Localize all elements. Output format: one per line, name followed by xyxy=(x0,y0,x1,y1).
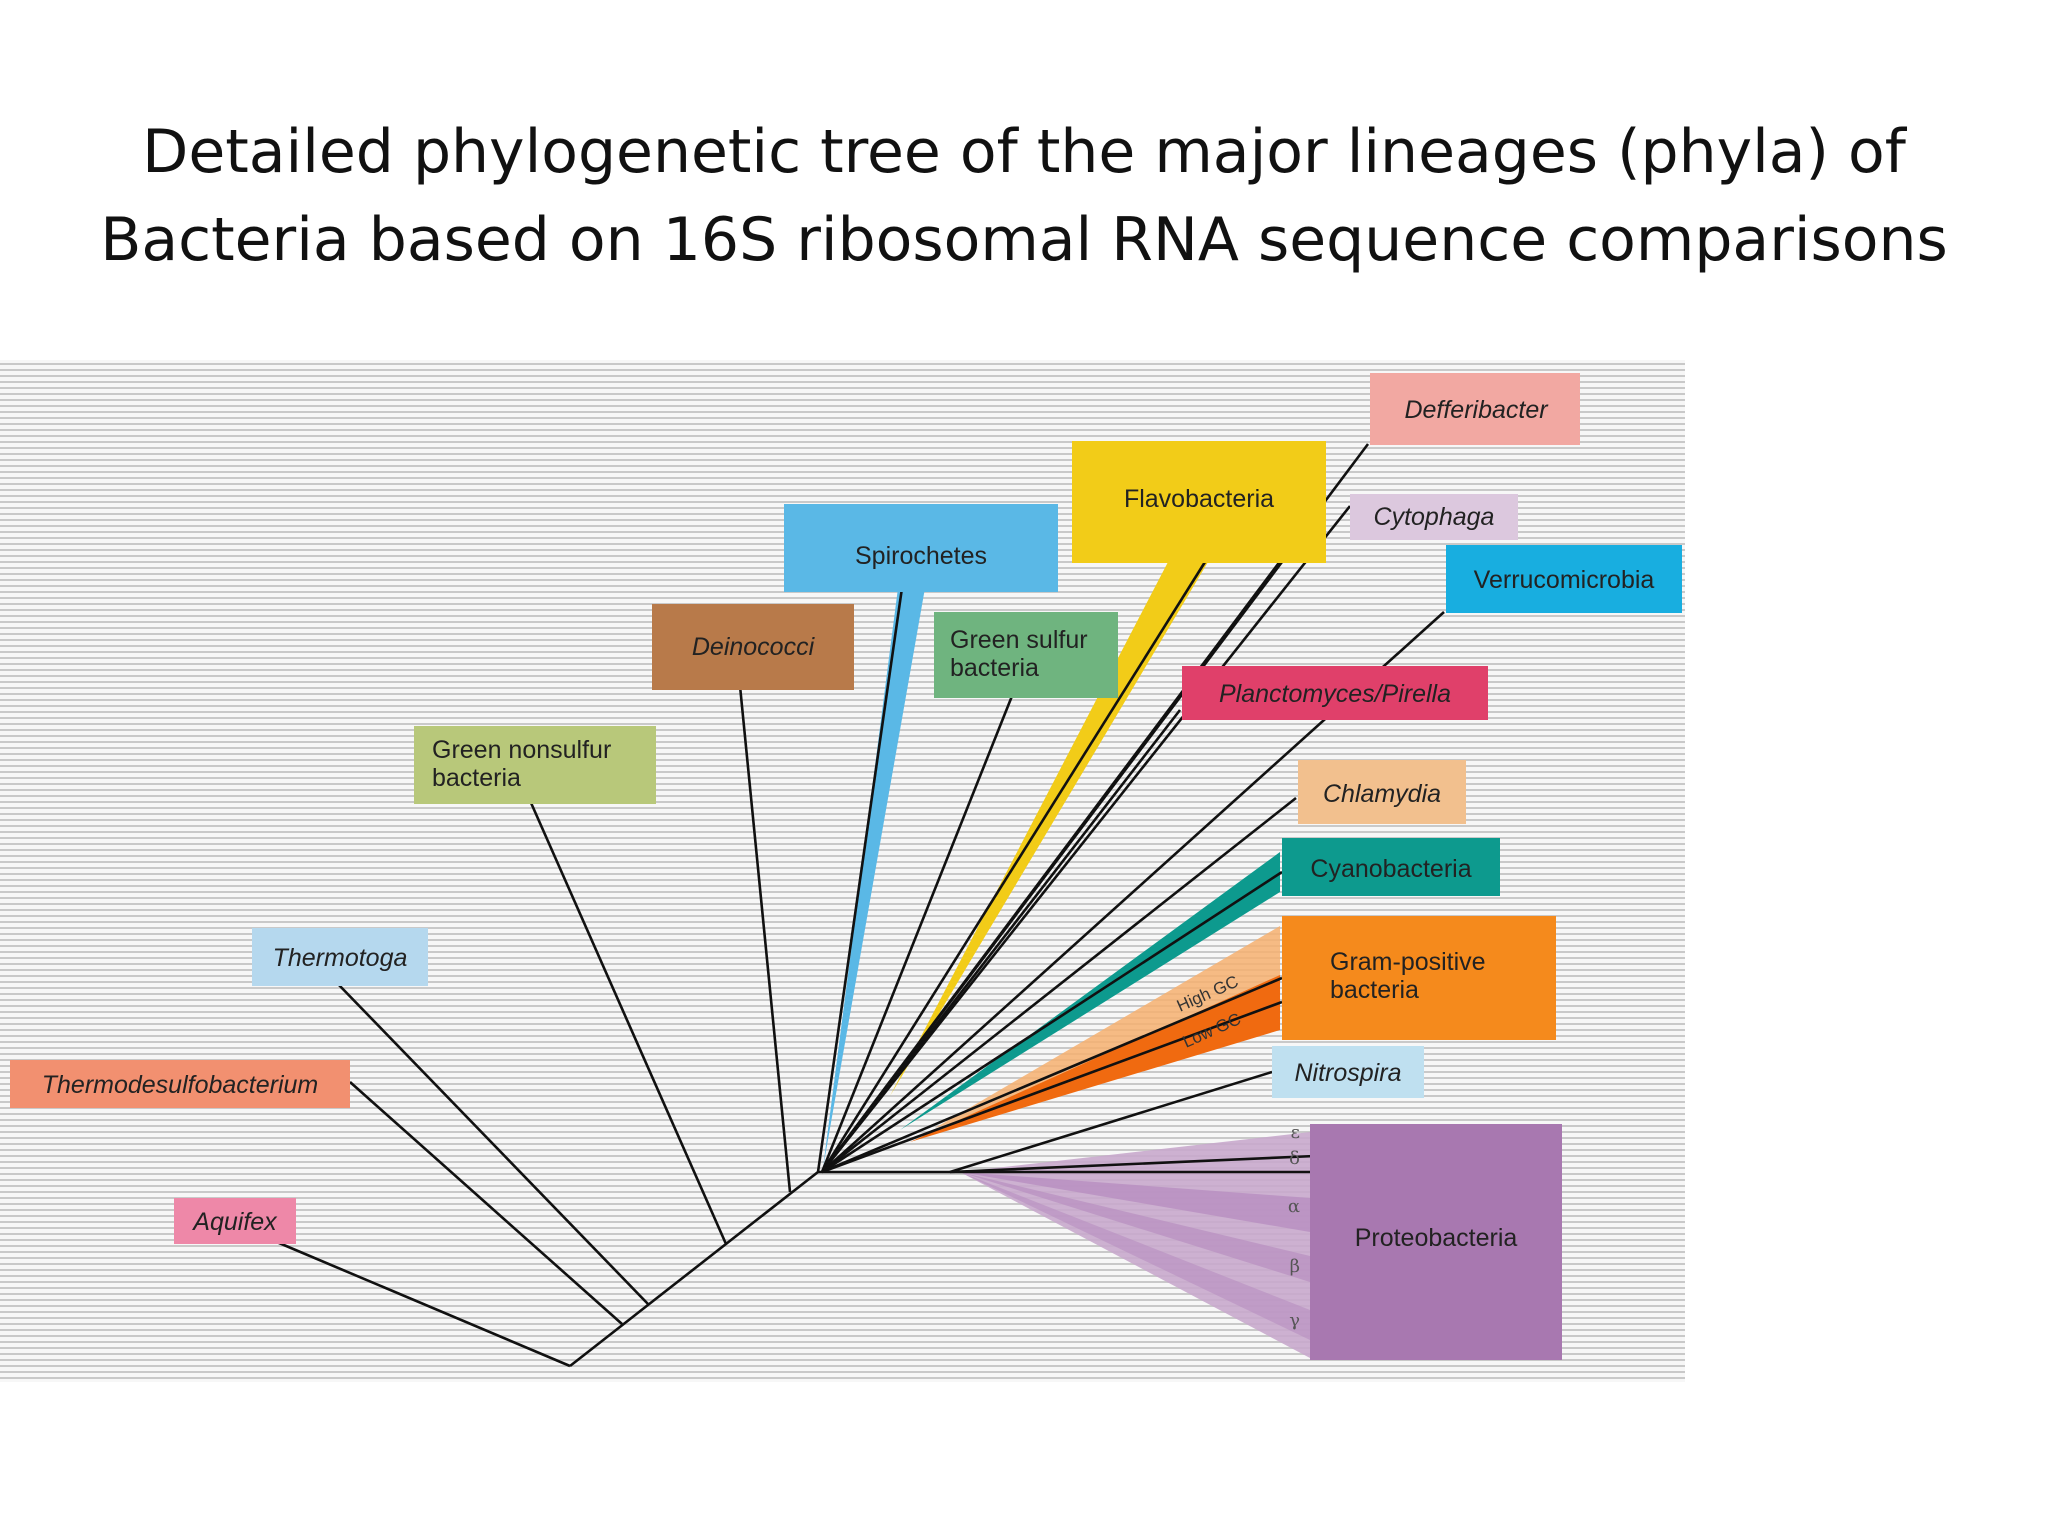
branch-root-aquifex xyxy=(271,1238,571,1368)
taxon-aquifex: Aquifex xyxy=(174,1198,296,1244)
branch-spirochetes xyxy=(816,587,904,1173)
thermodesulfobacterium-label: Thermodesulfobacterium xyxy=(42,1071,319,1099)
taxon-thermotoga: Thermotoga xyxy=(252,928,428,986)
branch-high-gc xyxy=(821,976,1283,1174)
flavobacteria-box xyxy=(1072,441,1326,563)
gram-positive-label-2: bacteria xyxy=(1330,976,1419,1004)
defferibacter-box xyxy=(1370,373,1580,445)
cytophaga-box xyxy=(1350,494,1518,540)
nitrospira-label: Nitrospira xyxy=(1295,1059,1402,1087)
branch-planctomyces xyxy=(820,709,1182,1173)
verrucomicrobia-box xyxy=(1446,545,1682,613)
slide-title-line-1: Detailed phylogenetic tree of the major … xyxy=(142,117,1906,187)
taxon-chlamydia: Chlamydia xyxy=(1298,760,1466,824)
proteobacteria-wedge-beta xyxy=(960,1172,1310,1282)
proteobacteria-wedge-gamma xyxy=(960,1172,1310,1340)
green-nonsulfur-label-2: bacteria xyxy=(432,764,521,792)
aquifex-box xyxy=(174,1198,296,1244)
taxon-flavobacteria: Flavobacteria xyxy=(1072,441,1326,563)
taxon-cyanobacteria: Cyanobacteria xyxy=(1282,838,1500,896)
green-nonsulfur-label-1: Green nonsulfur xyxy=(432,736,611,764)
proteobacteria-wedge-alpha xyxy=(960,1172,1310,1232)
deinococci-label: Deinococci xyxy=(692,633,816,661)
thermodesulfobacterium-box xyxy=(10,1060,350,1108)
aquifex-label: Aquifex xyxy=(191,1208,278,1236)
defferibacter-label: Defferibacter xyxy=(1404,396,1549,424)
branch-chlamydia xyxy=(821,796,1297,1174)
gram-positive-wedge xyxy=(935,926,1280,1128)
flavobacteria-label: Flavobacteria xyxy=(1124,485,1274,513)
thermotoga-box xyxy=(252,928,428,986)
epsilon-label: ε xyxy=(1291,1122,1300,1143)
taxon-gram-positive: Gram-positive bacteria xyxy=(1282,916,1556,1040)
branch-thermodesulfobacterium xyxy=(349,1081,623,1325)
taxon-green-nonsulfur: Green nonsulfur bacteria xyxy=(414,726,656,804)
cytophaga-label: Cytophaga xyxy=(1374,503,1495,531)
branch-proteobacteria-delta xyxy=(949,1154,1316,1174)
spirochetes-label: Spirochetes xyxy=(855,542,987,570)
chlamydia-box xyxy=(1298,760,1466,824)
beta-label: β xyxy=(1290,1256,1300,1277)
taxon-deinococci: Deinococci xyxy=(652,604,854,690)
branch-cytophaga-2 xyxy=(820,505,1352,1173)
cyanobacteria-label: Cyanobacteria xyxy=(1310,855,1471,883)
taxon-defferibacter: Defferibacter xyxy=(1370,373,1580,445)
proteobacteria-label: Proteobacteria xyxy=(1355,1224,1518,1252)
nitrospira-box xyxy=(1272,1046,1424,1098)
thermotoga-label: Thermotoga xyxy=(273,944,408,972)
taxon-proteobacteria: Proteobacteria xyxy=(1310,1124,1562,1360)
taxon-cytophaga: Cytophaga xyxy=(1350,494,1518,540)
planctomyces-label: Planctomyces/Pirella xyxy=(1219,680,1451,708)
branch-nitrospira xyxy=(949,1070,1273,1174)
verrucomicrobia-label: Verrucomicrobia xyxy=(1474,566,1655,594)
proteobacteria-box xyxy=(1310,1124,1562,1360)
green-sulfur-label-1: Green sulfur xyxy=(950,626,1088,654)
taxon-planctomyces: Planctomyces/Pirella xyxy=(1182,666,1488,720)
branch-flavobacteria xyxy=(820,561,1207,1173)
flavobacteria-wedge xyxy=(890,562,1208,1096)
taxon-nitrospira: Nitrospira xyxy=(1272,1046,1424,1098)
spirochetes-box xyxy=(784,504,1058,592)
alpha-label: α xyxy=(1288,1196,1300,1217)
green-nonsulfur-box xyxy=(414,726,656,804)
branch-defferibacter xyxy=(820,443,1370,1173)
chlamydia-label: Chlamydia xyxy=(1323,780,1441,808)
proteobacteria-subdivision-labels: ε δ α β γ xyxy=(1288,1122,1300,1331)
taxon-spirochetes: Spirochetes xyxy=(784,504,1058,592)
cyanobacteria-box xyxy=(1282,838,1500,896)
spirochetes-wedge xyxy=(823,588,925,1168)
gram-positive-label-1: Gram-positive xyxy=(1330,948,1486,976)
green-sulfur-label-2: bacteria xyxy=(950,654,1039,682)
slide-title: Detailed phylogenetic tree of the major … xyxy=(0,108,2048,284)
branch-cyanobacteria xyxy=(821,870,1283,1174)
deinococci-box xyxy=(652,604,854,690)
tree-branches xyxy=(271,443,1445,1368)
branch-deinococci xyxy=(738,685,792,1193)
taxon-green-sulfur: Green sulfur bacteria xyxy=(934,612,1118,698)
branch-green-nonsulfur xyxy=(526,795,728,1245)
slide-title-line-2: Bacteria based on 16S ribosomal RNA sequ… xyxy=(100,205,1948,275)
gram-positive-box xyxy=(1282,916,1556,1040)
gamma-label: γ xyxy=(1289,1310,1300,1331)
taxon-thermodesulfobacterium: Thermodesulfobacterium xyxy=(10,1060,350,1108)
delta-label: δ xyxy=(1289,1148,1300,1169)
branch-low-gc xyxy=(821,1000,1283,1174)
planctomyces-box xyxy=(1182,666,1488,720)
green-sulfur-box xyxy=(934,612,1118,698)
branch-thermotoga xyxy=(337,983,649,1305)
branch-green-sulfur xyxy=(820,695,1014,1173)
branch-root-backbone xyxy=(569,1170,819,1368)
taxon-verrucomicrobia: Verrucomicrobia xyxy=(1446,545,1682,613)
